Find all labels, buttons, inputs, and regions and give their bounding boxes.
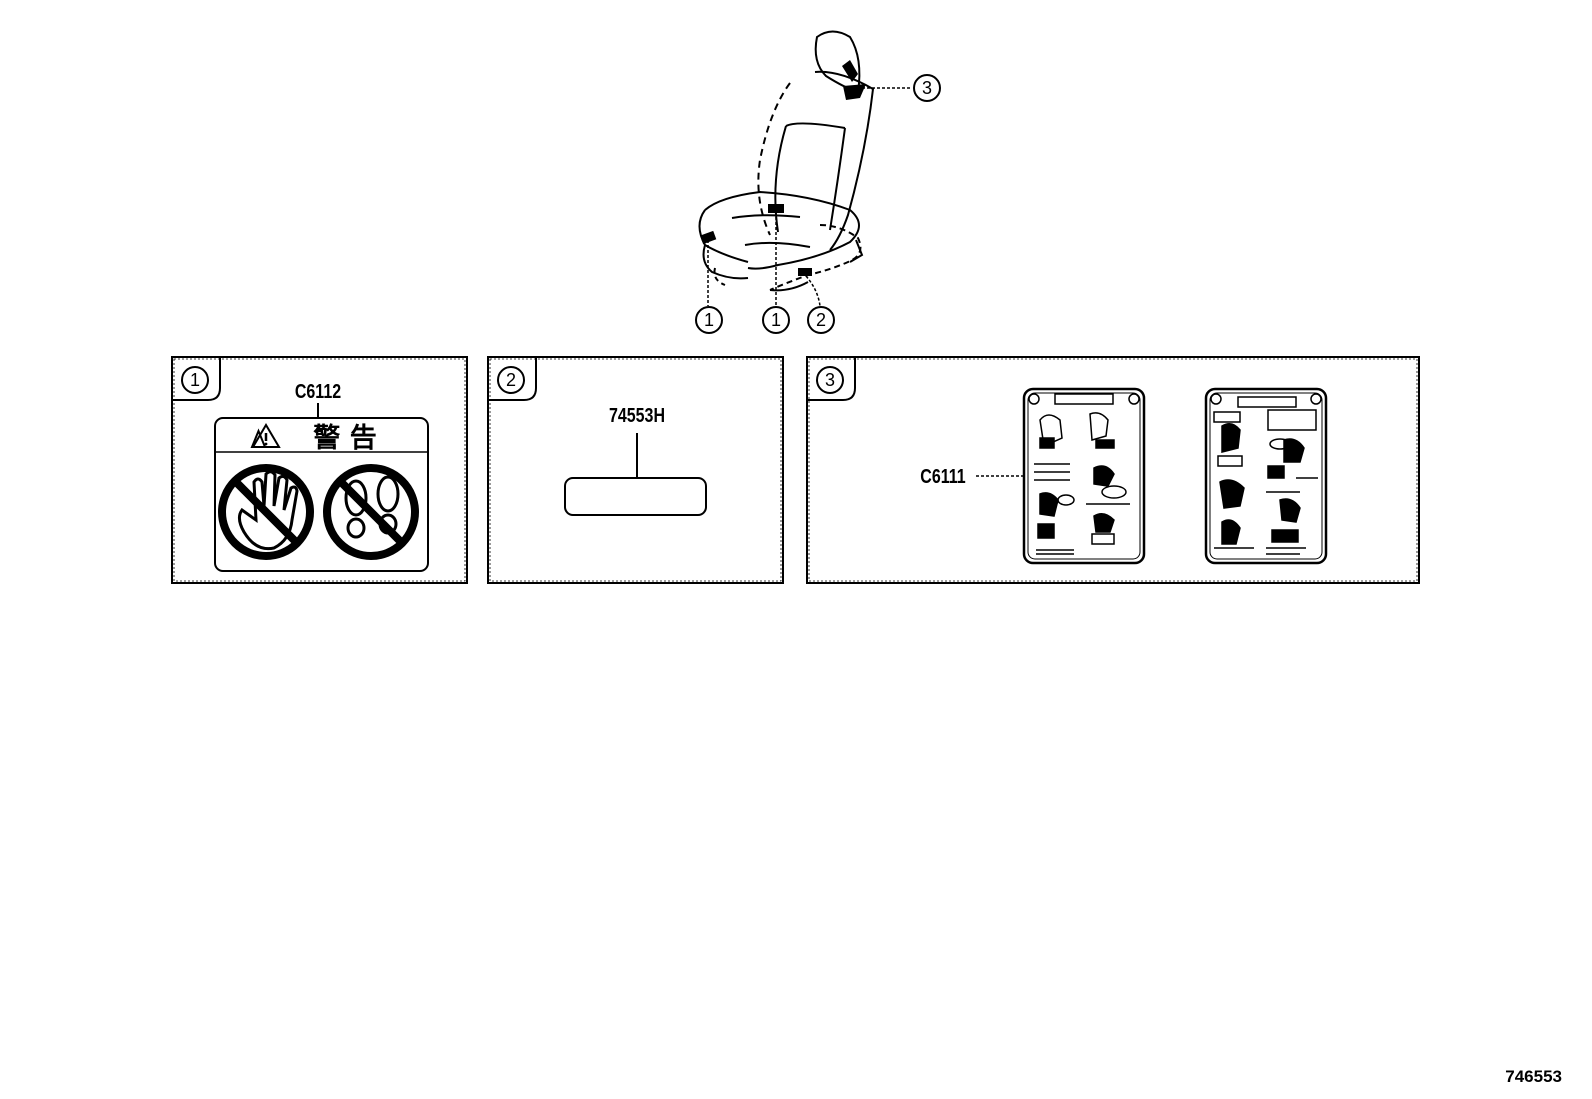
part-number-label: C6112 (295, 380, 341, 402)
panel-number: 1 (190, 370, 200, 390)
seat-illustration (698, 30, 875, 292)
instruction-label-rear (1204, 387, 1328, 565)
callout-3-top: 3 (913, 74, 941, 102)
label-patch-headrest (842, 60, 858, 82)
panel-number: 2 (506, 370, 516, 390)
instruction-label-front (1022, 387, 1146, 565)
warning-heading: 警 告 (313, 423, 376, 454)
diagram-id: 746553 (1505, 1067, 1562, 1086)
callout-number: 3 (922, 78, 932, 98)
seat-label-patches (700, 60, 866, 276)
warning-triangle-icon (250, 423, 281, 448)
label-patch-cushion-mid (768, 204, 784, 213)
label-patch-headrest-lower (843, 84, 866, 100)
callout-leaders (707, 87, 911, 307)
warning-label: 警 告 (214, 417, 429, 572)
panel-number: 3 (825, 370, 835, 390)
callout-1-mid: 1 (762, 306, 790, 334)
no-touch-hand-icon (218, 464, 314, 560)
callout-number: 1 (771, 310, 781, 330)
panel-3: 3 C6111 (806, 356, 1420, 584)
callout-1-left: 1 (695, 306, 723, 334)
panel-1: 1 C6112 警 告 (171, 356, 468, 584)
label-patch-rail (798, 268, 812, 276)
part-number-label: 74553H (609, 404, 665, 426)
label-plate (564, 477, 707, 516)
callout-number: 1 (704, 310, 714, 330)
callout-2-right: 2 (807, 306, 835, 334)
callout-number: 2 (816, 310, 826, 330)
panel-2: 2 74553H (487, 356, 784, 584)
label-patch-cushion-left (700, 230, 717, 245)
part-number-label: C6111 (920, 465, 965, 487)
no-step-footprint-icon (323, 464, 419, 560)
